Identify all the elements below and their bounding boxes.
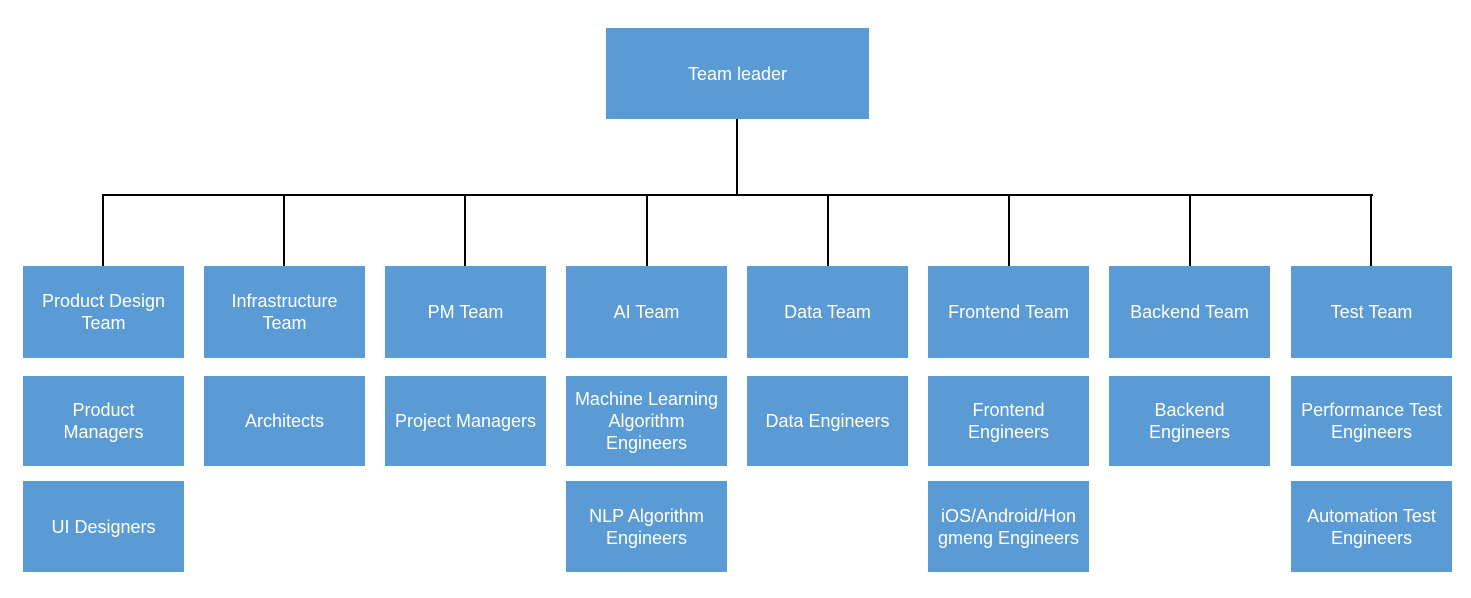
role-node-ui-designers: UI Designers bbox=[23, 481, 184, 572]
team-node-ai: AI Team bbox=[566, 266, 727, 358]
team-node-backend: Backend Team bbox=[1109, 266, 1270, 358]
team-connector bbox=[1008, 194, 1010, 266]
team-connector bbox=[464, 194, 466, 266]
team-connector bbox=[1189, 194, 1191, 266]
role-node-data-engineers: Data Engineers bbox=[747, 376, 908, 466]
role-node-nlp-engineers: NLP Algorithm Engineers bbox=[566, 481, 727, 572]
horizontal-bus bbox=[102, 194, 1373, 196]
team-node-pm: PM Team bbox=[385, 266, 546, 358]
role-node-ml-engineers: Machine Learning Algorithm Engineers bbox=[566, 376, 727, 466]
role-node-project-managers: Project Managers bbox=[385, 376, 546, 466]
team-node-data: Data Team bbox=[747, 266, 908, 358]
team-node-product-design: Product Design Team bbox=[23, 266, 184, 358]
team-connector bbox=[102, 194, 104, 266]
root-node: Team leader bbox=[606, 28, 869, 119]
team-node-frontend: Frontend Team bbox=[928, 266, 1089, 358]
role-node-performance-test: Performance Test Engineers bbox=[1291, 376, 1452, 466]
root-connector bbox=[736, 119, 738, 195]
team-connector bbox=[827, 194, 829, 266]
team-node-infrastructure: Infrastructure Team bbox=[204, 266, 365, 358]
team-node-test: Test Team bbox=[1291, 266, 1452, 358]
team-connector bbox=[646, 194, 648, 266]
role-node-backend-engineers: Backend Engineers bbox=[1109, 376, 1270, 466]
team-connector bbox=[283, 194, 285, 266]
role-node-mobile-engineers: iOS/Android/Hon gmeng Engineers bbox=[928, 481, 1089, 572]
role-node-architects: Architects bbox=[204, 376, 365, 466]
team-connector bbox=[1370, 194, 1372, 266]
role-node-product-managers: Product Managers bbox=[23, 376, 184, 466]
role-node-automation-test: Automation Test Engineers bbox=[1291, 481, 1452, 572]
role-node-frontend-engineers: Frontend Engineers bbox=[928, 376, 1089, 466]
